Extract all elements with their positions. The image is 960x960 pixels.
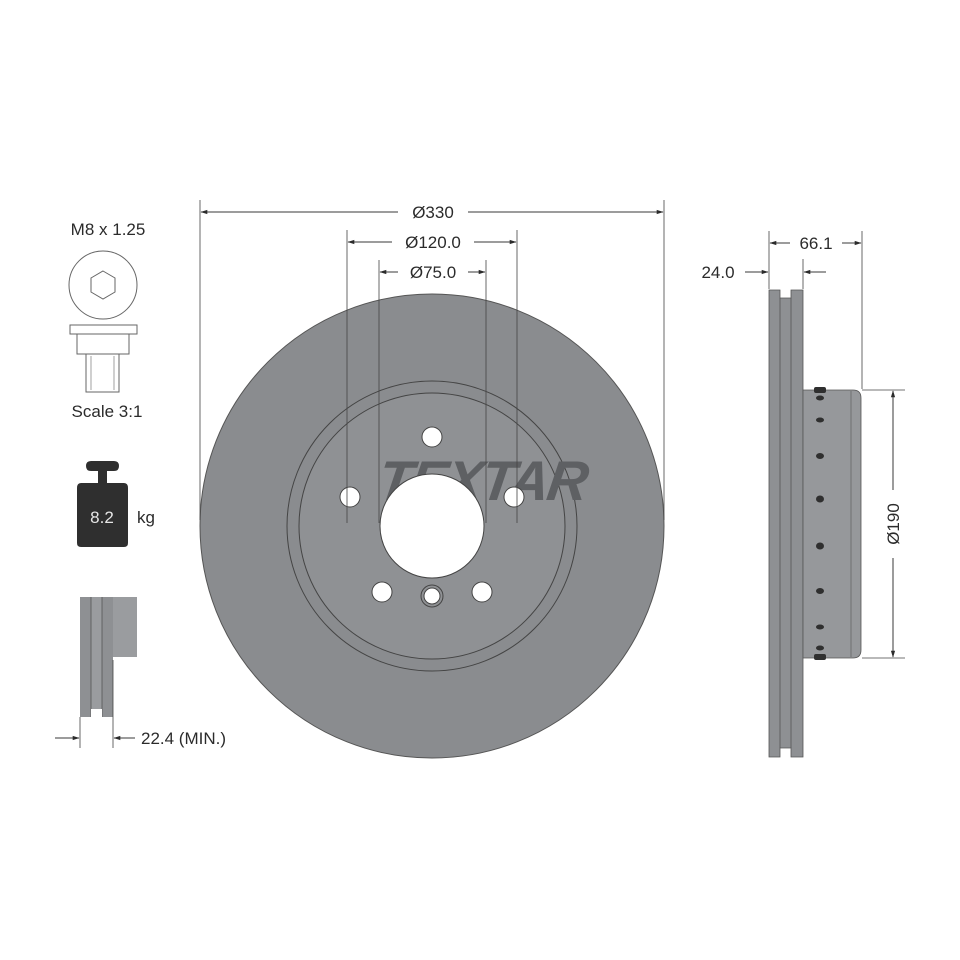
- hat-diameter-label: Ø190: [884, 503, 903, 545]
- hat-holes: [814, 387, 826, 660]
- weight-unit: kg: [137, 508, 155, 527]
- min-thickness-spec: 22.4 (MIN.): [55, 597, 226, 748]
- thread-label: M8 x 1.25: [71, 220, 146, 239]
- total-height-label: 66.1: [799, 234, 832, 253]
- scale-label: Scale 3:1: [72, 402, 143, 421]
- disc-side-view: 66.1 24.0 Ø190: [701, 231, 905, 758]
- outer-diameter-label: Ø330: [412, 203, 454, 222]
- thickness-label: 24.0: [701, 263, 734, 282]
- weight-spec: 8.2 kg: [77, 461, 155, 547]
- bolt-holes: [339, 426, 525, 608]
- disc-front-view: TEXTAR Ø330 Ø120.0 Ø75.0: [199, 200, 665, 759]
- weight-icon: [77, 461, 128, 547]
- weight-value: 8.2: [90, 508, 114, 527]
- hex-socket-bolt-icon: [68, 250, 138, 393]
- pcd-label: Ø120.0: [405, 233, 461, 252]
- min-thickness-label: 22.4 (MIN.): [141, 729, 226, 748]
- disc-section-icon: [80, 597, 137, 718]
- center-bore-label: Ø75.0: [410, 263, 456, 282]
- bolt-spec: M8 x 1.25 Scale 3:1: [68, 220, 146, 421]
